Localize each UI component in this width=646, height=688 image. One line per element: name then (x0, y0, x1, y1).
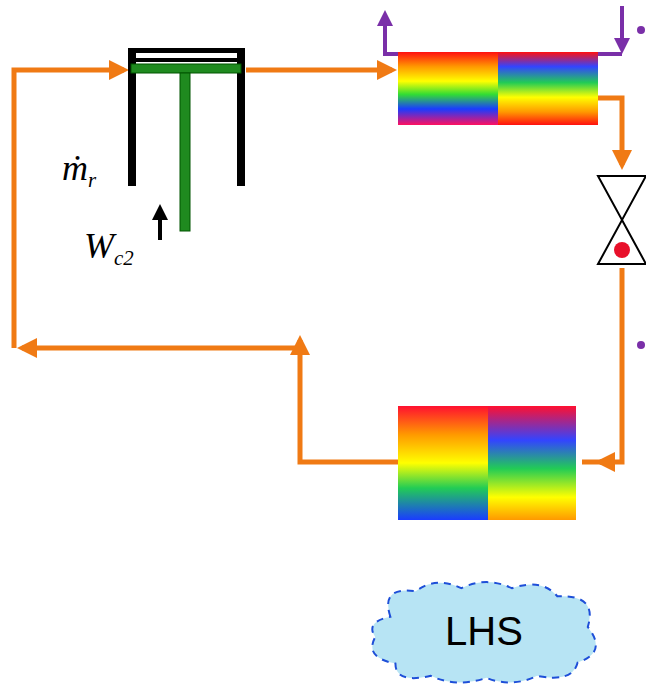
heat-source-cloud: LHS (360, 576, 608, 686)
work-symbol: Wc2 (84, 228, 134, 269)
compressor (128, 48, 245, 240)
bullet-dot (637, 341, 645, 349)
evaporator (398, 406, 576, 520)
mass-flow-symbol: ṁr (62, 150, 96, 191)
cloud-label: LHS (445, 609, 523, 654)
expansion-valve (598, 176, 646, 264)
condenser (398, 52, 598, 125)
coolant-lines (385, 6, 622, 54)
bullet-dot (637, 26, 645, 34)
refrigerant-loop (14, 70, 622, 462)
